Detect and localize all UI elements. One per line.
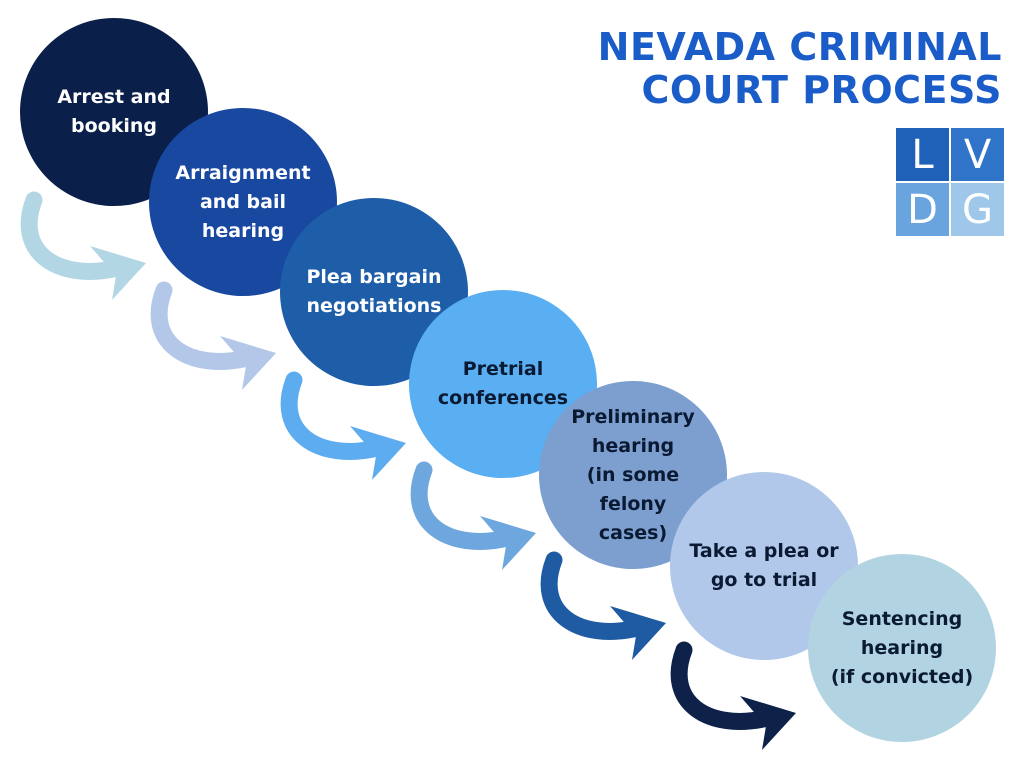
step-take-a-plea-or-go-to-trial: Take a plea or go to trial (670, 472, 858, 660)
logo-letter-v: V (951, 128, 1004, 181)
flow-arrow (20, 191, 146, 300)
step-label: Preliminary hearing (in some felony case… (571, 405, 695, 544)
title-line-2: COURT PROCESS (641, 68, 1002, 112)
title-line-1: NEVADA CRIMINAL (597, 25, 1002, 69)
logo-letter-g: G (951, 183, 1004, 236)
step-label: Take a plea or go to trial (689, 540, 839, 591)
page-title: NEVADA CRIMINAL COURT PROCESS (598, 26, 1002, 112)
step-label: Sentencing hearing (if convicted) (830, 607, 974, 688)
lvdg-logo: L V D G (896, 128, 1004, 236)
step-sentencing-hearing: Sentencing hearing (if convicted) (808, 554, 996, 742)
flow-arrow (410, 461, 536, 570)
logo-letter-d: D (896, 183, 949, 236)
flow-arrow (150, 281, 276, 390)
logo-letter-l: L (896, 128, 949, 181)
flow-arrow (280, 371, 406, 480)
step-label: Plea bargain negotiations (306, 266, 442, 317)
step-label: Arrest and booking (57, 86, 171, 137)
flow-arrow (670, 641, 796, 750)
step-preliminary-hearing: Preliminary hearing (in some felony case… (539, 381, 727, 569)
flow-arrow (540, 551, 666, 660)
step-label: Pretrial conferences (437, 358, 569, 409)
step-label: Arraignment and bail hearing (175, 161, 311, 242)
